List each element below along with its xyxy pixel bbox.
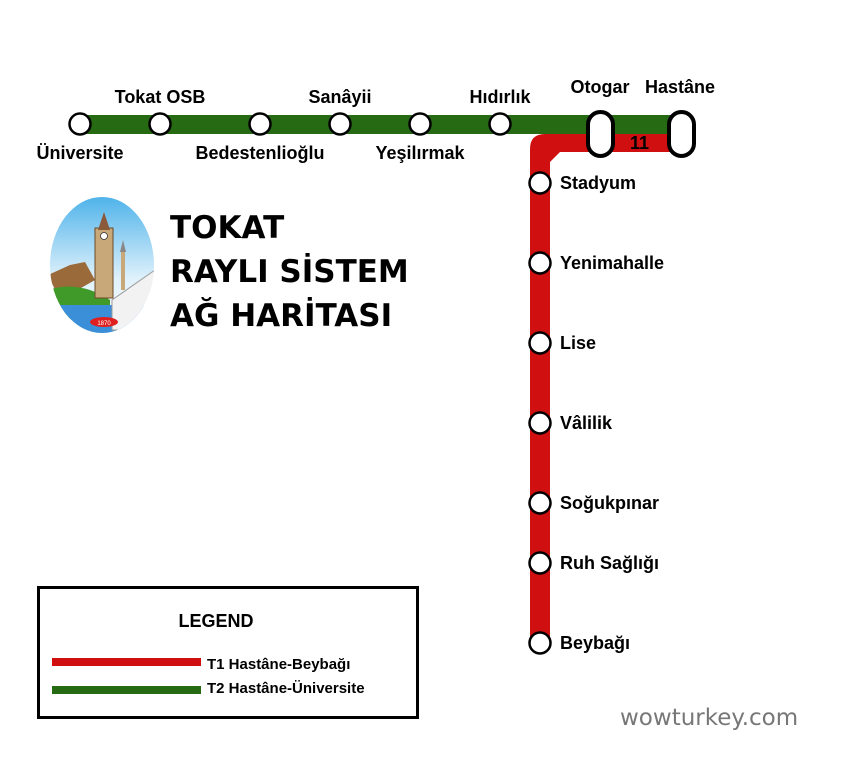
station-label: Tokat OSB	[115, 87, 206, 107]
station-marker[interactable]	[528, 251, 552, 275]
legend-title: LEGEND	[178, 611, 253, 631]
station[interactable]: Stadyum	[528, 171, 637, 195]
station[interactable]: Sanâyii	[308, 87, 372, 136]
station-label: Sanâyii	[308, 87, 371, 107]
station-marker[interactable]	[528, 331, 552, 355]
station-marker[interactable]	[528, 631, 552, 655]
tokat-logo: 1870	[50, 197, 154, 333]
station-marker[interactable]	[148, 112, 172, 136]
station-label: Soğukpınar	[560, 493, 659, 513]
logo-year: 1870	[97, 321, 111, 327]
station[interactable]: Yeşilırmak	[375, 112, 466, 164]
legend: LEGEND T1 Hastâne-Beybağı T2 Hastâne-Üni…	[37, 586, 419, 719]
station-label: Bedestenlioğlu	[195, 143, 324, 163]
station-label: Stadyum	[560, 173, 636, 193]
station-label: Otogar	[570, 77, 629, 97]
title-line-3: AĞ HARİTASI	[170, 297, 392, 334]
interchange-hastane[interactable]: Hastâne	[645, 77, 715, 158]
title-line-1: TOKAT	[170, 210, 284, 246]
interchange-otogar[interactable]: Otogar	[570, 77, 630, 158]
legend-label-t2: T2 Hastâne-Üniversite	[207, 680, 365, 697]
station-marker[interactable]	[528, 411, 552, 435]
title-line-2: RAYLI SİSTEM	[170, 254, 409, 290]
legend-swatch-t1	[52, 658, 201, 666]
station-marker[interactable]	[68, 112, 92, 136]
station[interactable]: Vâlilik	[528, 411, 614, 435]
legend-label-t1: T1 Hastâne-Beybağı	[207, 656, 350, 673]
station[interactable]: Lise	[528, 331, 597, 355]
station-marker[interactable]	[488, 112, 512, 136]
station-label: Yeşilırmak	[375, 143, 465, 163]
station-marker[interactable]	[528, 491, 552, 515]
station-marker[interactable]	[328, 112, 352, 136]
segment-label: 11	[630, 133, 649, 153]
station[interactable]: Soğukpınar	[528, 491, 660, 515]
station-marker[interactable]	[248, 112, 272, 136]
station-label: Vâlilik	[560, 413, 613, 433]
station-marker[interactable]	[528, 551, 552, 575]
station[interactable]: Üniversite	[36, 112, 124, 164]
station-label: Üniversite	[36, 143, 123, 163]
t2-line	[80, 115, 680, 134]
station[interactable]: Tokat OSB	[115, 87, 206, 136]
watermark: wowturkey.com	[620, 705, 798, 731]
station-label: Yenimahalle	[560, 253, 664, 273]
station-label: Lise	[560, 333, 596, 353]
station[interactable]: Yenimahalle	[528, 251, 665, 275]
legend-swatch-t2	[52, 686, 201, 694]
station[interactable]: Hıdırlık	[469, 87, 531, 136]
station[interactable]: Ruh Sağlığı	[528, 551, 660, 575]
station-marker[interactable]	[528, 171, 552, 195]
station-marker[interactable]	[408, 112, 432, 136]
station-label: Beybağı	[560, 633, 630, 653]
station-label: Hastâne	[645, 77, 715, 97]
station-label: Ruh Sağlığı	[560, 553, 659, 573]
station[interactable]: Bedestenlioğlu	[195, 112, 325, 164]
station[interactable]: Beybağı	[528, 631, 631, 655]
station-label: Hıdırlık	[469, 87, 531, 107]
